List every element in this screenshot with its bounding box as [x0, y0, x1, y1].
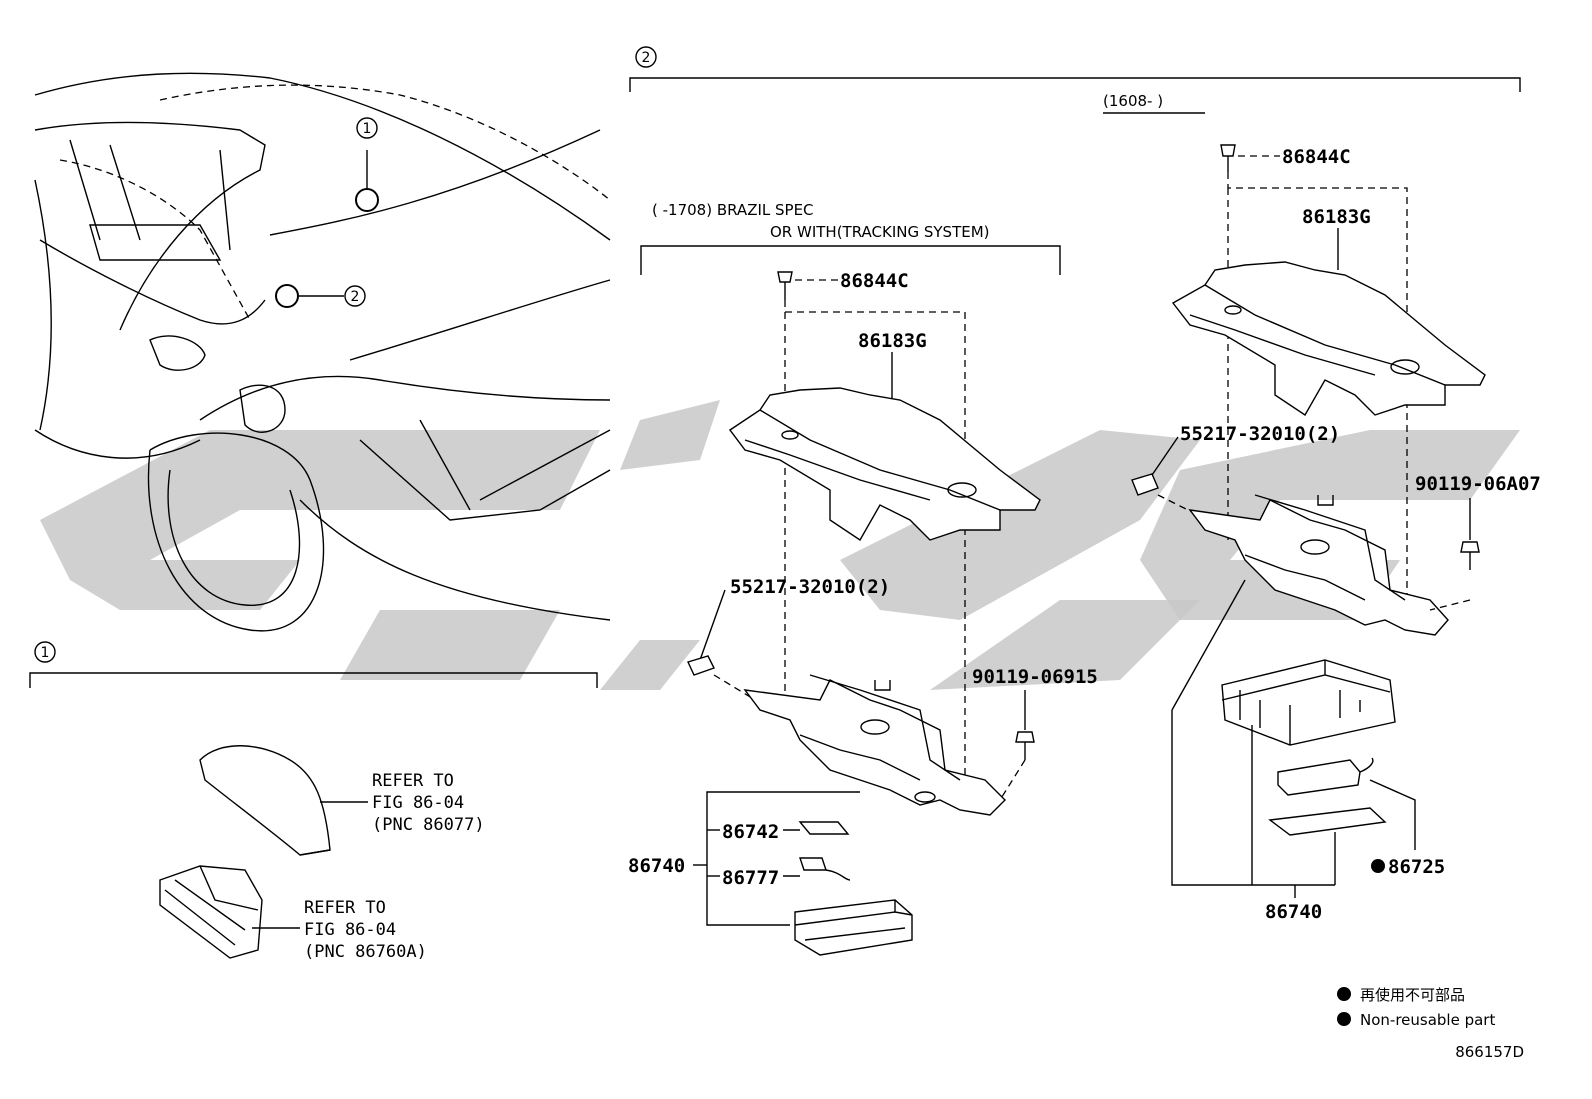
bolt-icon-right [1460, 541, 1480, 553]
label-55217-left: 55217-32010(2) [730, 576, 890, 598]
ref1-line3: (PNC 86077) [372, 815, 485, 835]
condition-label: OR WITH(TRACKING SYSTEM) [770, 223, 990, 241]
ref1-line2: FIG 86-04 [372, 793, 464, 813]
label-86777: 86777 [722, 867, 779, 889]
bracket-right [1188, 499, 1449, 636]
callout-circle-1 [34, 641, 56, 663]
label-86844c-right: 86844C [1282, 146, 1351, 168]
label-86183g-right: 86183G [1302, 206, 1371, 228]
ref1-line1: REFER TO [372, 771, 454, 791]
shark-fin-antenna [199, 745, 331, 856]
cover-86183g-left [728, 387, 1041, 541]
range-label: ( -1708) BRAZIL SPEC [652, 201, 814, 219]
date-range-label: (1608- ) [1103, 92, 1163, 110]
legend-en: Non-reusable part [1360, 1011, 1495, 1029]
left-assembly: 86844C 86183G 55217-32010(2) 90119-06915 [628, 270, 1098, 956]
label-86183g-left: 86183G [858, 330, 927, 352]
bracket-clip-left [687, 655, 715, 676]
vehicle-rear-outline: 1 2 [34, 72, 611, 632]
legend: 再使用不可部品 Non-reusable part 866157D [1337, 986, 1524, 1061]
bracket-clip-right [1131, 473, 1159, 496]
part-86725 [1277, 759, 1361, 796]
right-assembly: 86844C 86183G 55217-32010(2) 90119-06A07 [1131, 144, 1541, 923]
section-2-header: 2 (1608- ) [629, 46, 1521, 114]
clip-icon-left [777, 271, 793, 283]
part-86777 [799, 857, 827, 871]
ecu-module-right [1221, 659, 1396, 746]
legend-jp: 再使用不可部品 [1360, 986, 1465, 1004]
watermark-logo [40, 400, 1520, 690]
ref2-line2: FIG 86-04 [304, 920, 396, 940]
callout-1-car-number: 1 [363, 121, 372, 137]
part-holder-right [1268, 807, 1387, 836]
label-86740-left: 86740 [628, 855, 685, 877]
legend-dot-icon-jp [1337, 987, 1351, 1001]
label-86740-right: 86740 [1265, 901, 1322, 923]
section-1: 1 REFER TO FIG 86-04 (PNC 86077) REFER T… [29, 641, 598, 962]
callout-2-car-number: 2 [351, 289, 360, 305]
location-marker-1 [355, 188, 379, 212]
label-86844c-left: 86844C [840, 270, 909, 292]
callout-circle-2 [635, 46, 657, 68]
left-group-header: ( -1708) BRAZIL SPEC OR WITH(TRACKING SY… [640, 201, 1061, 275]
cover-86183g-right [1171, 261, 1486, 416]
callout-2-number: 2 [642, 50, 651, 66]
label-90119-06915: 90119-06915 [972, 666, 1098, 688]
callout-1-number: 1 [41, 645, 50, 661]
non-reusable-dot-icon [1371, 859, 1385, 873]
location-marker-2 [275, 284, 299, 308]
callout-circle-1-car [356, 117, 378, 139]
label-55217-right: 55217-32010(2) [1180, 423, 1340, 445]
ref2-line1: REFER TO [304, 898, 386, 918]
ref2-line3: (PNC 86760A) [304, 942, 427, 962]
label-86742: 86742 [722, 821, 779, 843]
legend-dot-icon-en [1337, 1012, 1351, 1026]
bracket-left [743, 679, 1006, 816]
bolt-icon-left [1015, 731, 1035, 743]
clip-icon-right [1220, 144, 1236, 157]
label-86725: 86725 [1388, 856, 1445, 878]
callout-circle-2-car [344, 285, 366, 307]
label-90119-06a07: 90119-06A07 [1415, 473, 1541, 495]
antenna-base-module [159, 865, 263, 959]
part-86742 [798, 821, 850, 835]
figure-id: 866157D [1455, 1043, 1524, 1061]
